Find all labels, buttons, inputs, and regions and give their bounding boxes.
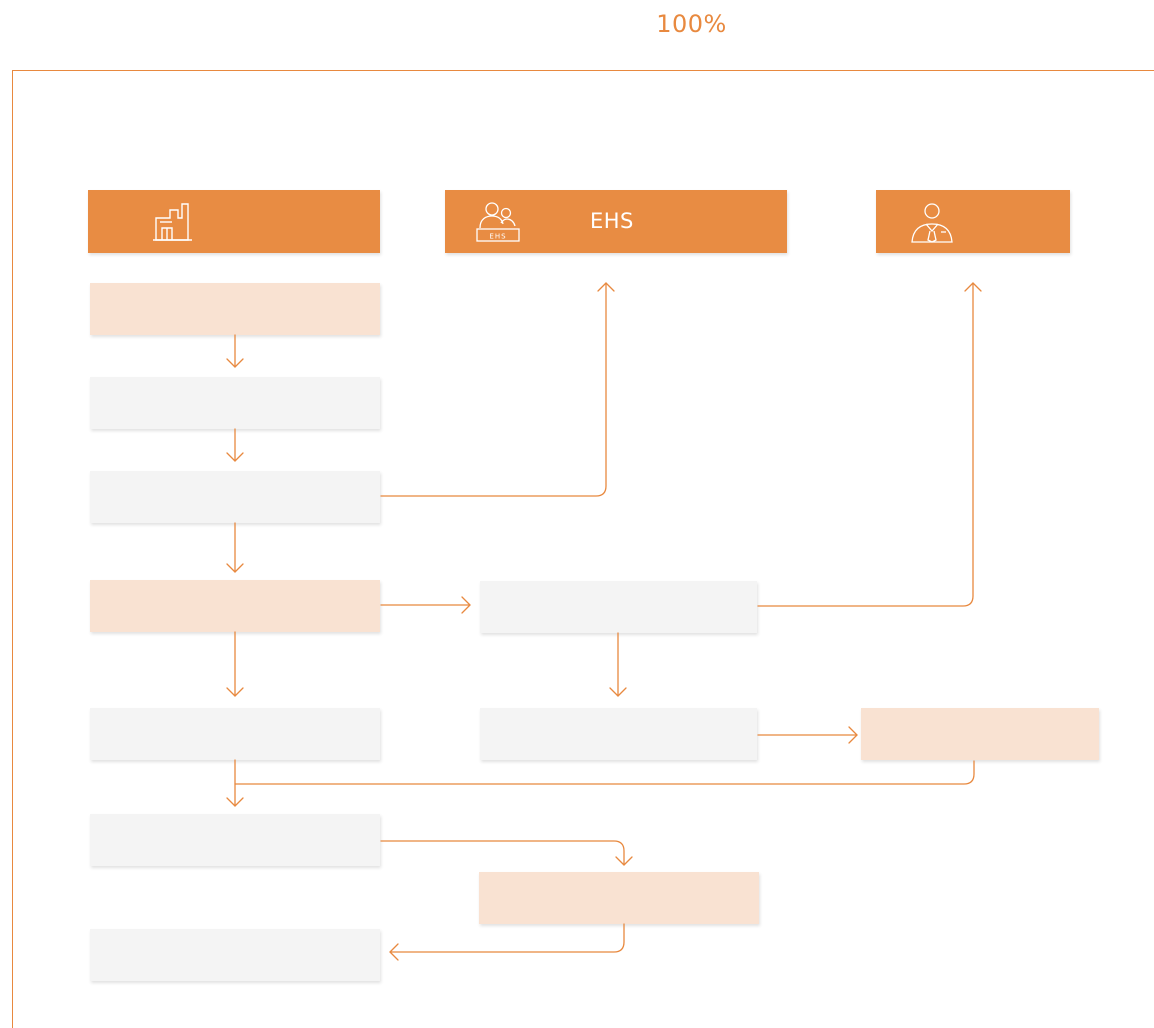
- flow-step-right-1: [861, 708, 1099, 760]
- top-percent-label: 100%: [656, 10, 727, 38]
- svg-text:EHS: EHS: [489, 233, 506, 241]
- arrow-right1-to-step6: [234, 760, 975, 785]
- flow-step-mid-2: [480, 708, 757, 760]
- flow-step-1: [90, 283, 380, 335]
- flow-step-6: [90, 814, 380, 866]
- arrow-step4-to-step5: [226, 631, 244, 697]
- flow-step-2: [90, 377, 380, 429]
- header-ehs-label: EHS: [590, 209, 634, 233]
- factory-icon: [148, 200, 200, 244]
- arrow-step2-to-step3: [226, 428, 244, 462]
- arrow-step3-to-ehs: [380, 282, 615, 497]
- arrow-step1-to-step2: [226, 334, 244, 368]
- flow-step-7: [90, 929, 380, 981]
- arrow-mid3-to-step7: [389, 923, 625, 961]
- flow-step-4: [90, 580, 380, 632]
- manager-icon: [906, 200, 958, 244]
- arrow-step4-to-mid1: [380, 596, 471, 614]
- arrow-mid1-to-manager: [757, 282, 982, 607]
- flow-step-5: [90, 708, 380, 760]
- arrow-mid2-to-right1: [757, 726, 858, 744]
- flow-step-mid-3: [479, 872, 759, 924]
- flow-step-3: [90, 471, 380, 523]
- arrow-step5-to-step6: [226, 759, 244, 807]
- ehs-staff-icon: EHS: [471, 200, 523, 244]
- header-factory: [88, 190, 380, 253]
- arrow-step6-to-mid3: [380, 840, 633, 866]
- header-ehs: EHS EHS: [445, 190, 787, 253]
- flow-step-mid-1: [480, 581, 757, 633]
- arrow-mid1-to-mid2: [609, 632, 627, 697]
- frame-left-border: [12, 70, 13, 1028]
- frame-top-border: [12, 70, 1154, 71]
- arrow-step3-to-step4: [226, 522, 244, 573]
- header-manager: [876, 190, 1070, 253]
